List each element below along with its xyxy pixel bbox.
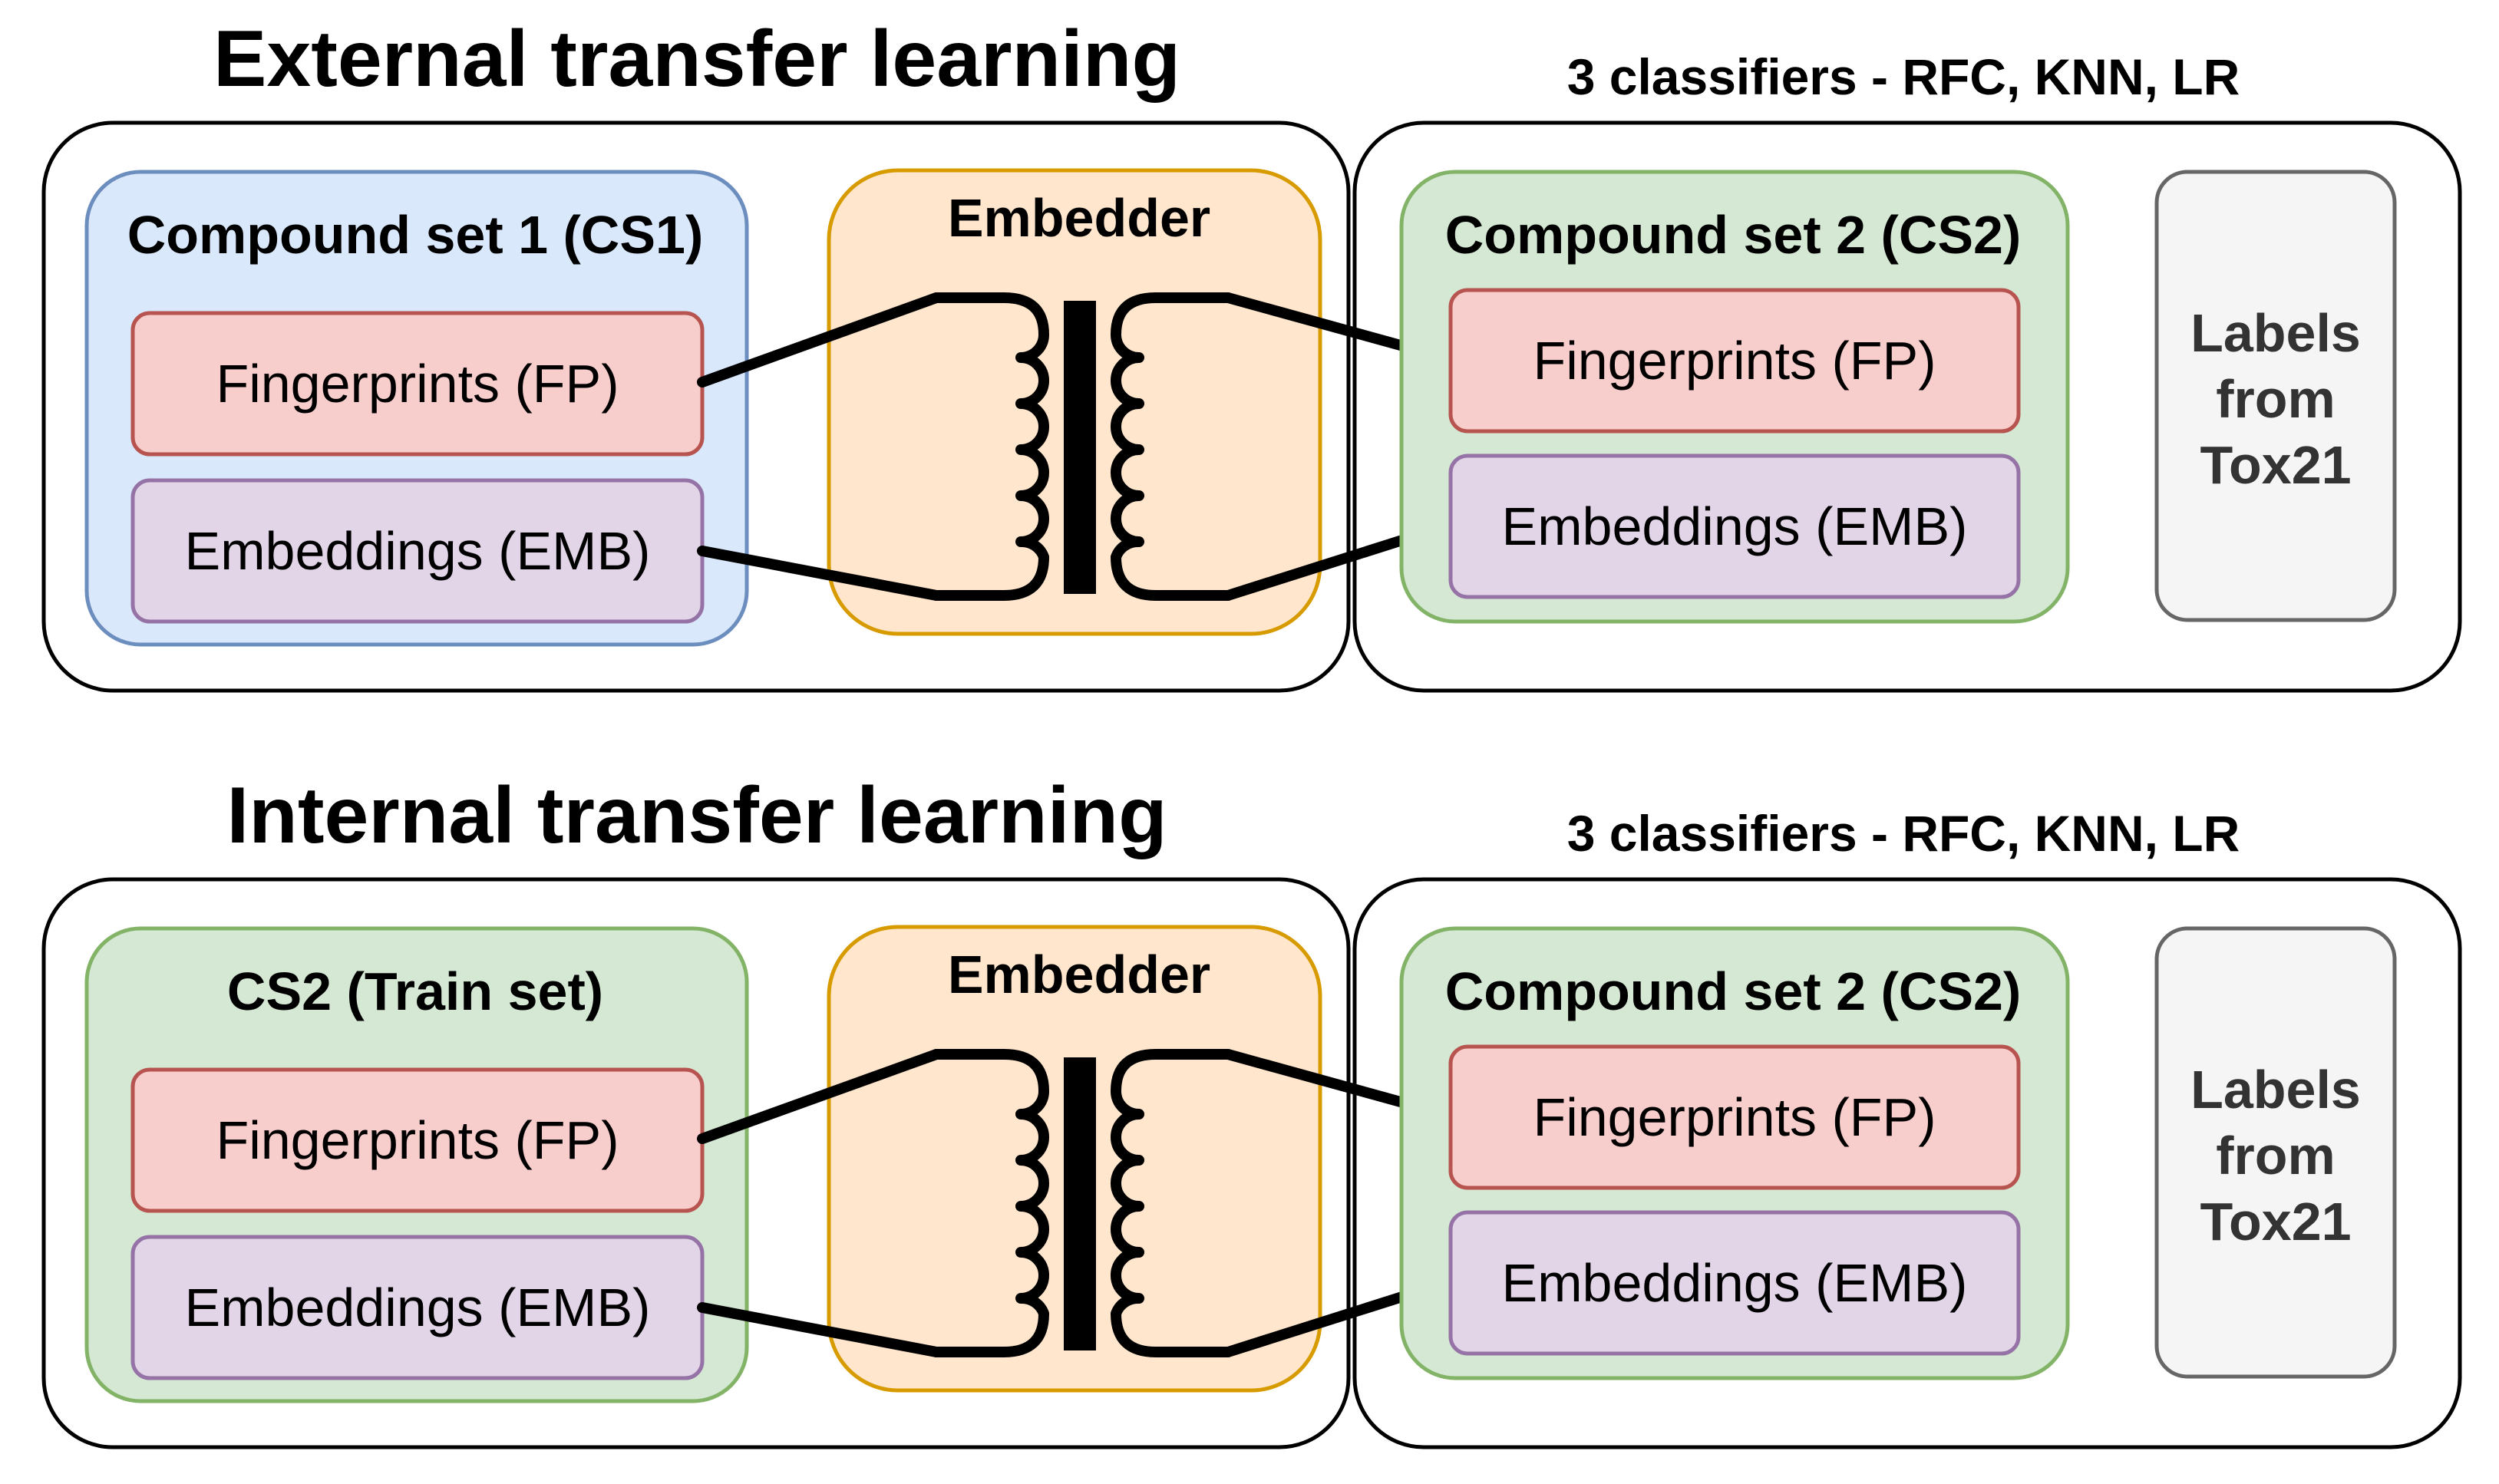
- classifiers-label: 3 classifiers - RFC, KNN, LR: [1567, 48, 2240, 105]
- embedder-label: Embedder: [948, 945, 1210, 1004]
- target-fingerprints-box: [1448, 288, 2021, 434]
- target-embeddings-box: [1448, 453, 2021, 599]
- transformer-icon: [931, 1049, 1233, 1357]
- target-fingerprints-box: [1448, 1044, 2021, 1190]
- labels-line-3: Tox21: [2200, 435, 2351, 495]
- labels-line-2: from: [2216, 369, 2336, 429]
- labels-line-1: Labels: [2190, 303, 2361, 363]
- transformer-icon: [931, 292, 1233, 601]
- target-fingerprints-label: Fingerprints (FP): [1533, 331, 1936, 391]
- source-embeddings-label: Embeddings (EMB): [185, 1278, 651, 1337]
- classifiers-label: 3 classifiers - RFC, KNN, LR: [1567, 805, 2240, 862]
- labels-line-1: Labels: [2190, 1060, 2361, 1120]
- source-fingerprints-label: Fingerprints (FP): [216, 1110, 619, 1170]
- target-set-title: Compound set 2 (CS2): [1445, 205, 2022, 265]
- target-embeddings-label: Embeddings (EMB): [1502, 496, 1968, 556]
- connector-fp-in: [697, 1049, 942, 1144]
- target-set-title: Compound set 2 (CS2): [1445, 961, 2022, 1021]
- section-title: External transfer learning: [213, 15, 1180, 104]
- section-internal: Internal transfer learning 3 classifiers…: [41, 771, 2462, 1449]
- connector-fp-in: [697, 292, 942, 387]
- section-external: External transfer learning 3 classifiers…: [41, 15, 2462, 693]
- source-set-title: Compound set 1 (CS1): [127, 205, 704, 265]
- connector-emb-in: [697, 546, 942, 601]
- source-set-title: CS2 (Train set): [227, 961, 603, 1021]
- source-fingerprints-label: Fingerprints (FP): [216, 354, 619, 414]
- section-title: Internal transfer learning: [226, 771, 1167, 860]
- target-embeddings-label: Embeddings (EMB): [1502, 1253, 1968, 1313]
- connector-emb-in: [697, 1302, 942, 1357]
- labels-line-3: Tox21: [2200, 1192, 2351, 1252]
- labels-box: [2154, 926, 2397, 1379]
- labels-box: [2154, 170, 2397, 622]
- target-fingerprints-label: Fingerprints (FP): [1533, 1087, 1936, 1147]
- embedder-label: Embedder: [948, 188, 1210, 248]
- target-embeddings-box: [1448, 1210, 2021, 1356]
- source-embeddings-label: Embeddings (EMB): [185, 521, 651, 581]
- labels-line-2: from: [2216, 1126, 2336, 1186]
